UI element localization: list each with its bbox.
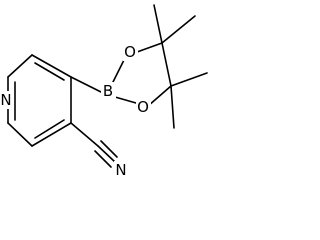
bond-boron-oxygen-top	[111, 59, 125, 85]
boron-label-background	[101, 82, 116, 100]
bond-carbon-carbon	[161, 42, 172, 87]
pyridine-ring	[7, 54, 72, 147]
oxygen-bottom-label: O	[137, 98, 149, 116]
methyl-bond-bottom	[170, 85, 175, 129]
atom-labels: N B O O N	[0, 43, 151, 179]
chemical-structure: N B O O N	[0, 4, 208, 179]
methyl-bond-top-left	[153, 4, 163, 44]
nitrile-triple-bond-upper	[100, 140, 118, 158]
nitrile-bond-ring-carbon	[70, 122, 99, 147]
methyl-bond-top-right	[161, 15, 196, 44]
pyridine-double-bond-inner-2	[34, 119, 65, 139]
nitrile-group	[70, 122, 118, 168]
pyridine-bond-c5-c6	[7, 122, 33, 147]
pyridine-bond-c4-c5	[31, 122, 72, 147]
bond-carbon-oxygen-bottom	[147, 85, 172, 107]
oxygen-top-label: O	[124, 43, 136, 61]
pyridine-bond-n1-c2	[7, 54, 33, 78]
boron-label: B	[103, 82, 113, 100]
nitrile-nitrogen-label: N	[115, 161, 126, 179]
bond-oxygen-top-carbon	[136, 42, 163, 53]
nitrile-triple-bond-center	[97, 145, 116, 163]
pyridine-bond-c2-c3	[31, 54, 72, 78]
ring-nitrogen-label: N	[0, 91, 11, 109]
methyl-bond-right	[170, 72, 208, 87]
pyridine-double-bond-inner-1	[34, 62, 65, 81]
ring-nitrogen-label-background	[0, 91, 13, 109]
oxygen-top-label-background	[123, 43, 138, 61]
bond-oxygen-bottom-boron	[114, 96, 137, 104]
bond-ring-to-boron	[70, 76, 104, 94]
dioxaborolane-ring	[111, 42, 172, 107]
methyl-groups	[153, 4, 208, 129]
nitrile-nitrogen-label-background	[114, 161, 129, 179]
nitrile-triple-bond-lower	[94, 150, 112, 168]
oxygen-bottom-label-background	[136, 98, 151, 116]
